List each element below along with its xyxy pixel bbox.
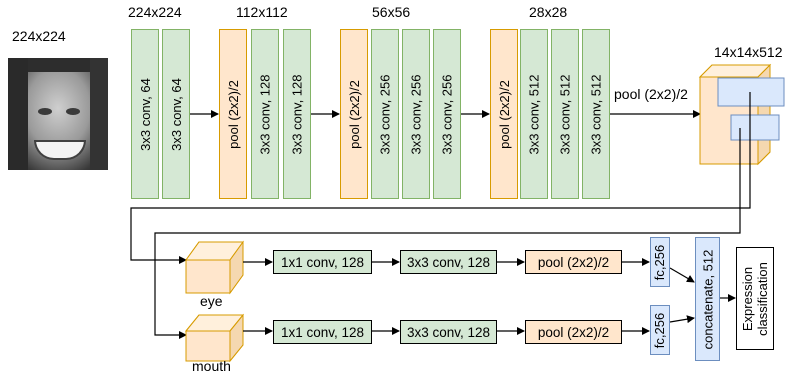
eye-cube — [185, 240, 244, 295]
stage-size-label-3: 56x56 — [372, 4, 411, 20]
mouth-fc-label: fc,256 — [652, 312, 668, 348]
eye-conv-1: 1x1 conv, 128 — [273, 250, 372, 274]
arrow-to-eye-crop — [130, 92, 751, 264]
mouth-conv-1: 1x1 conv, 128 — [273, 320, 372, 344]
feature-map-size-label: 14x14x512 — [714, 44, 783, 60]
block1-conv-2: 3x3 conv, 64 — [162, 29, 190, 199]
block4-conv-3-label: 3x3 conv, 512 — [588, 74, 604, 154]
block2-pool-label: pool (2x2)/2 — [225, 79, 241, 149]
mouth-pool: pool (2x2)/2 — [525, 320, 622, 344]
block4-pool-label: pool (2x2)/2 — [496, 79, 512, 149]
block1-conv-2-label: 3x3 conv, 64 — [168, 77, 184, 151]
block4-conv-3: 3x3 conv, 512 — [582, 29, 610, 199]
block2-conv-2-label: 3x3 conv, 128 — [289, 74, 305, 154]
input-face-image — [8, 58, 108, 170]
block4-conv-1: 3x3 conv, 512 — [520, 29, 548, 199]
mouth-pool-label: pool (2x2)/2 — [537, 324, 610, 340]
block4-pool: pool (2x2)/2 — [490, 29, 518, 199]
block3-conv-3: 3x3 conv, 256 — [433, 29, 461, 199]
eye-pool-label: pool (2x2)/2 — [537, 254, 610, 270]
block3-pool: pool (2x2)/2 — [340, 29, 368, 199]
block3-conv-3-label: 3x3 conv, 256 — [439, 74, 455, 154]
block2-conv-1: 3x3 conv, 128 — [251, 29, 279, 199]
eye-conv-1-label: 1x1 conv, 128 — [280, 254, 365, 270]
block3-pool-label: pool (2x2)/2 — [346, 79, 362, 149]
mouth-fc: fc,256 — [650, 305, 670, 355]
feature-map-cube — [698, 63, 785, 166]
mouth-cube — [184, 313, 245, 363]
mouth-conv-2: 3x3 conv, 128 — [400, 320, 497, 344]
mouth-conv-2-label: 3x3 conv, 128 — [406, 324, 491, 340]
block3-conv-2-label: 3x3 conv, 256 — [408, 74, 424, 154]
concatenate-layer: concatenate, 512 — [695, 237, 720, 361]
block4-conv-2-label: 3x3 conv, 512 — [557, 74, 573, 154]
final-pool-label: pool (2x2)/2 — [614, 86, 688, 102]
mouth-conv-1-label: 1x1 conv, 128 — [280, 324, 365, 340]
stage-size-label-2: 112x112 — [236, 4, 288, 20]
block3-conv-1: 3x3 conv, 256 — [371, 29, 399, 199]
block4-conv-2: 3x3 conv, 512 — [551, 29, 579, 199]
block1-conv-1-label: 3x3 conv, 64 — [137, 77, 153, 151]
arrow-to-mouth-crop — [154, 128, 741, 339]
arrow-eye-fc-to-concat — [669, 267, 695, 283]
input-size-label: 224x224 — [12, 28, 66, 44]
stage-size-label-4: 28x28 — [529, 4, 568, 20]
block2-pool: pool (2x2)/2 — [219, 29, 247, 199]
block2-conv-2: 3x3 conv, 128 — [283, 29, 311, 199]
arrow-mouth-fc-to-concat — [669, 315, 695, 324]
block3-conv-2: 3x3 conv, 256 — [402, 29, 430, 199]
eye-pool: pool (2x2)/2 — [525, 250, 622, 274]
block1-conv-1: 3x3 conv, 64 — [131, 29, 159, 199]
eye-fc-label: fc,256 — [652, 244, 668, 280]
eye-conv-2: 3x3 conv, 128 — [400, 250, 497, 274]
eye-label: eye — [200, 293, 223, 309]
stage-size-label-1: 224x224 — [128, 4, 182, 20]
block3-conv-1-label: 3x3 conv, 256 — [377, 74, 393, 154]
mouth-label: mouth — [192, 358, 231, 374]
block2-conv-1-label: 3x3 conv, 128 — [257, 74, 273, 154]
concatenate-label: concatenate, 512 — [700, 249, 715, 349]
eye-conv-2-label: 3x3 conv, 128 — [406, 254, 491, 270]
block4-conv-1-label: 3x3 conv, 512 — [526, 74, 542, 154]
expression-classification-output: Expression classification — [736, 247, 774, 350]
output-label: Expression classification — [740, 261, 771, 336]
eye-fc: fc,256 — [650, 237, 670, 287]
